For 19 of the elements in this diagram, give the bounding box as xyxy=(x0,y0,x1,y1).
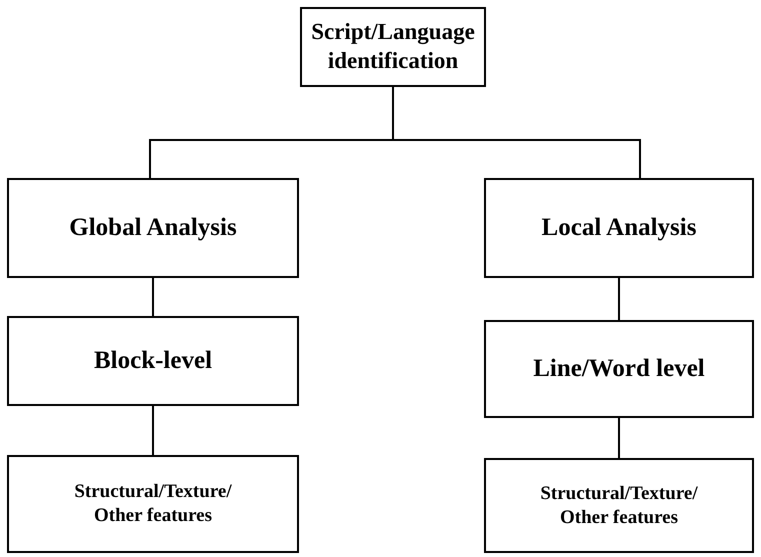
box-label: Local Analysis xyxy=(542,213,696,244)
box-label: Block-level xyxy=(94,346,212,376)
process-box xyxy=(7,316,299,406)
connector-line xyxy=(618,278,620,320)
connector-line xyxy=(152,406,154,455)
process-box xyxy=(484,320,754,418)
process-box xyxy=(7,178,299,278)
box-label: Global Analysis xyxy=(69,213,237,244)
box-label: Script/Language identification xyxy=(311,18,475,75)
box-label: Line/Word level xyxy=(533,354,705,384)
process-box xyxy=(300,7,486,87)
box-label: Structural/Texture/ Other features xyxy=(539,482,699,530)
connector-line xyxy=(152,278,154,316)
connector-line xyxy=(392,87,641,178)
process-box xyxy=(7,455,299,553)
box-label: Structural/Texture/ Other features xyxy=(73,480,233,528)
process-box xyxy=(484,458,754,553)
connector-line xyxy=(618,418,620,458)
process-box xyxy=(484,178,754,278)
